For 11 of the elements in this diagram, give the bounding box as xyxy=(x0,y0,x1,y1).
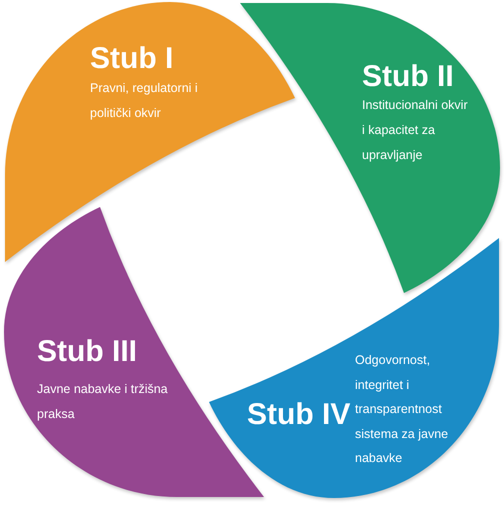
pillar-description: Pravni, regulatorni i politički okvir xyxy=(90,80,199,122)
pillar-title: Stub IV xyxy=(247,399,350,431)
petal-segment xyxy=(5,2,295,262)
petal-segment xyxy=(209,238,499,498)
pillar-description: Odgovornost, integritet i transparentnost sistema za javne nabavke xyxy=(355,352,450,467)
pillar-description: Institucionalni okvir i kapacitet za upravljanje xyxy=(362,97,469,164)
pillar-title: Stub I xyxy=(90,43,174,75)
pillar-title: Stub III xyxy=(37,336,137,368)
pillar-description: Javne nabavke i tržišna praksa xyxy=(37,381,169,423)
pillar-title: Stub II xyxy=(362,61,454,93)
petal-segment xyxy=(240,3,500,293)
